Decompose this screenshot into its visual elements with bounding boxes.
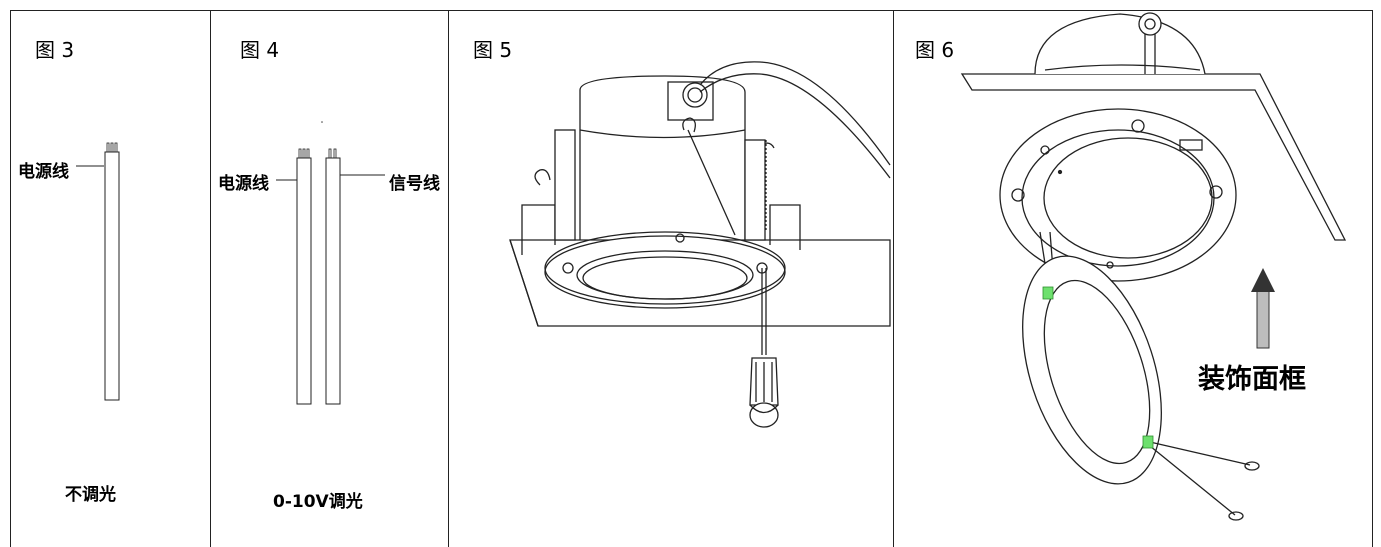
figure-3-title: 图 3 [35, 38, 75, 62]
figure-4-power-wire-label: 电源线 [218, 174, 269, 194]
figure-3-caption: 不调光 [65, 485, 116, 505]
divider-1 [210, 10, 211, 547]
figure-table-frame [10, 10, 1373, 547]
divider-3 [893, 10, 894, 547]
figure-4-title: 图 4 [240, 38, 280, 62]
figure-4-signal-wire-label: 信号线 [389, 174, 440, 194]
figure-6-trim-label: 装饰面框 [1198, 364, 1306, 395]
figure-5-title: 图 5 [473, 38, 513, 62]
divider-2 [448, 10, 449, 547]
figure-3-power-wire-label: 电源线 [18, 162, 69, 182]
figure-4-caption: 0-10V调光 [273, 492, 363, 512]
figure-6-title: 图 6 [915, 38, 955, 62]
upward-arrow-icon [1251, 268, 1275, 349]
